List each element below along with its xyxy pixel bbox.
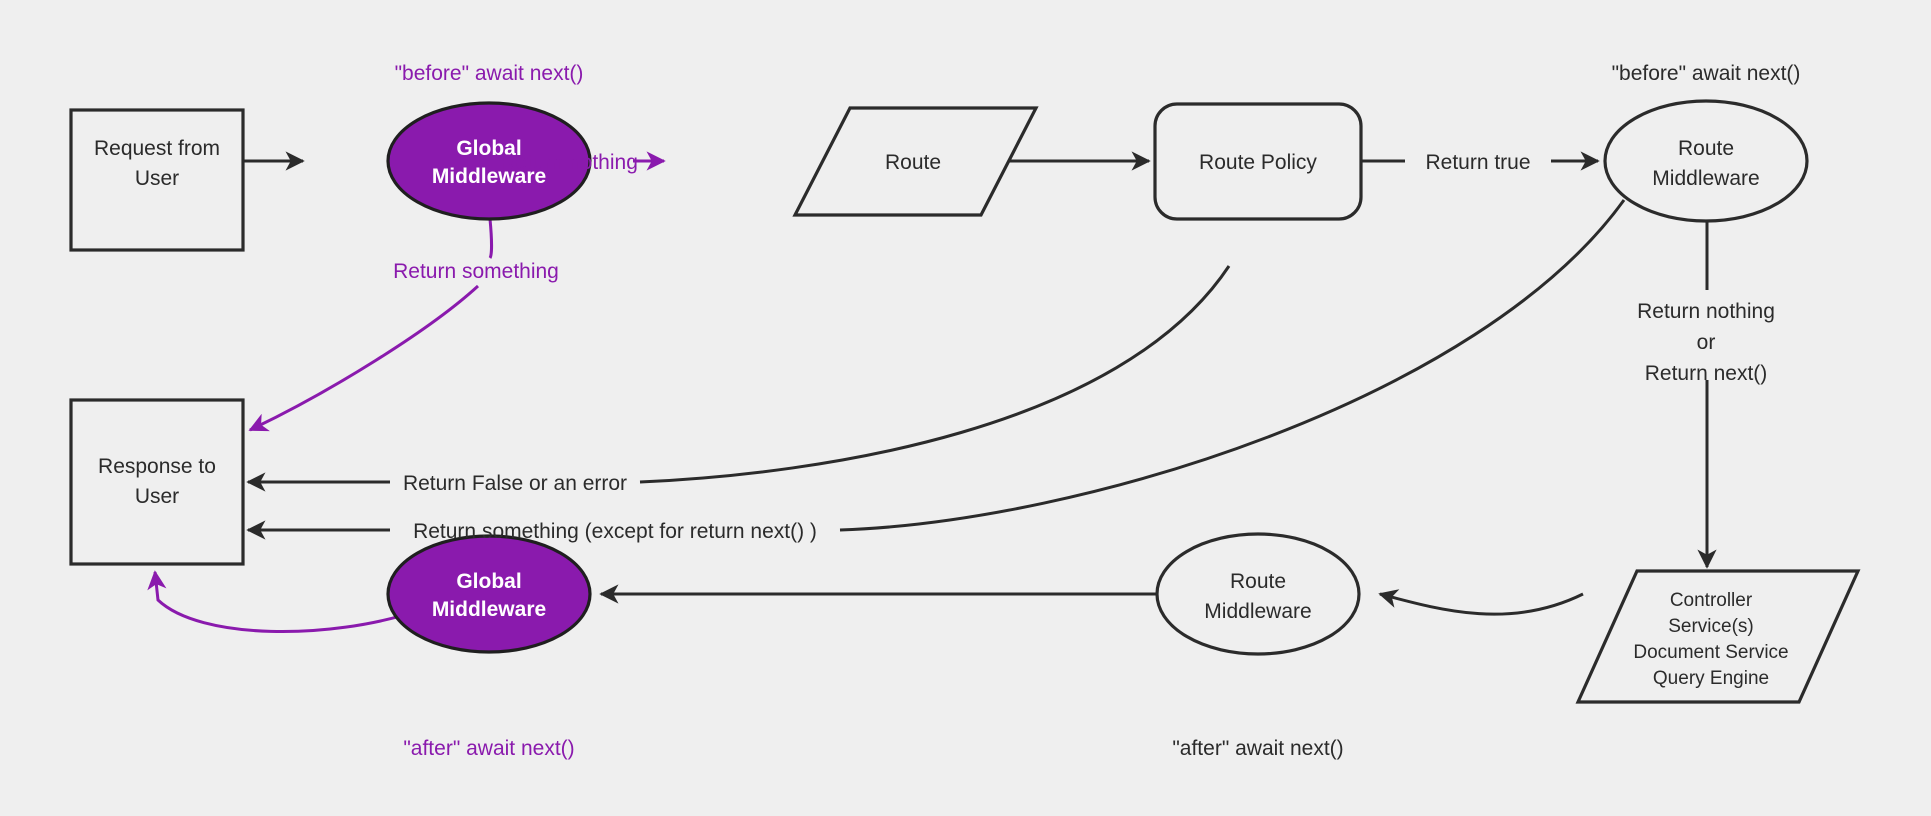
label-after-await-next-global: "after" await next() (403, 737, 574, 760)
node-route-middleware-top[interactable] (1603, 99, 1809, 223)
node-request-from-user-line2: User (135, 167, 179, 190)
label-return-false-or-error: Return False or an error (403, 472, 627, 495)
node-response-to-user-line2: User (135, 485, 179, 508)
node-controller-services[interactable] (1575, 569, 1861, 704)
node-controller-line1: Controller (1670, 590, 1753, 611)
node-global-middleware-top[interactable] (386, 101, 592, 221)
label-return-nothing: Return nothing (500, 151, 638, 174)
label-after-await-next-route: "after" await next() (1172, 737, 1343, 760)
label-before-await-next-route: "before" await next() (1612, 62, 1801, 85)
edge-global-mw-top-to-return-something (488, 218, 493, 259)
edge-global-mw-bottom-to-response (147, 570, 418, 634)
label-return-nothing-or-1: Return nothing (1637, 300, 1775, 323)
node-response-to-user[interactable] (69, 398, 245, 566)
node-route-middleware-top-line1: Route (1678, 137, 1734, 160)
node-controller-line4: Query Engine (1653, 668, 1769, 689)
edge-route-policy-to-response-curve (639, 265, 1231, 484)
label-return-something-except: Return something (except for return next… (413, 520, 817, 543)
label-return-something-global: Return something (393, 260, 559, 283)
node-route-policy-label: Route Policy (1199, 151, 1317, 174)
node-route-label: Route (885, 151, 941, 174)
node-route-policy[interactable] (1153, 102, 1363, 221)
node-global-middleware-bottom-line1: Global (456, 570, 521, 593)
edge-return-something-to-response-purple (248, 284, 480, 432)
node-request-from-user[interactable] (69, 108, 245, 252)
node-route-middleware-bottom-line2: Middleware (1204, 600, 1311, 623)
node-route[interactable] (792, 106, 1039, 217)
label-return-nothing-or-2: or (1697, 331, 1716, 354)
node-route-middleware-bottom-line1: Route (1230, 570, 1286, 593)
node-response-to-user-line1: Response to (98, 455, 216, 478)
node-global-middleware-bottom[interactable] (386, 534, 592, 654)
node-global-middleware-top-line2: Middleware (432, 165, 546, 188)
node-global-middleware-top-line1: Global (456, 137, 521, 160)
node-route-middleware-top-line2: Middleware (1652, 167, 1759, 190)
edge-route-mw-to-response-curve (839, 199, 1626, 532)
edge-controller-to-route-mw-bottom (1378, 589, 1584, 616)
node-controller-line2: Service(s) (1668, 616, 1754, 637)
node-controller-line3: Document Service (1633, 642, 1788, 663)
label-before-await-next-global: "before" await next() (395, 62, 584, 85)
node-global-middleware-bottom-line2: Middleware (432, 598, 546, 621)
label-return-nothing-or-3: Return next() (1645, 362, 1768, 385)
label-return-true: Return true (1425, 151, 1530, 174)
node-request-from-user-line1: Request from (94, 137, 220, 160)
node-route-middleware-bottom[interactable] (1155, 532, 1361, 656)
